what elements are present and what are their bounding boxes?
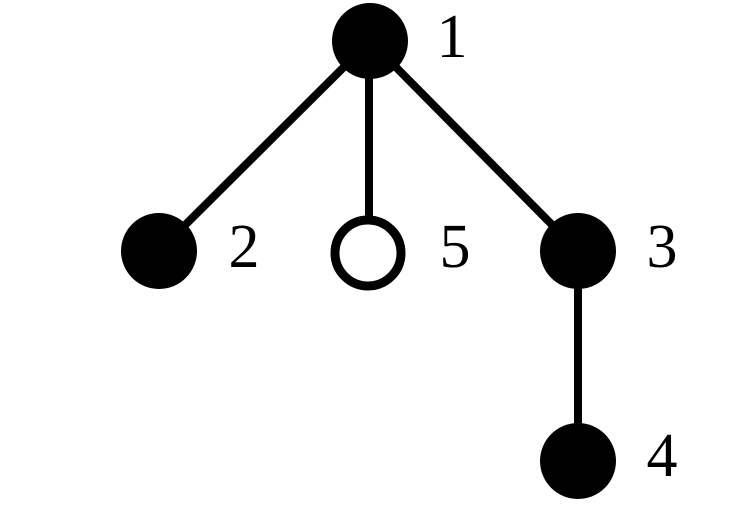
labels-layer: 1 2 5 3 4 bbox=[229, 3, 678, 490]
graph-node-2[interactable] bbox=[121, 213, 197, 289]
nodes-layer bbox=[121, 3, 616, 499]
graph-node-1[interactable] bbox=[332, 3, 408, 79]
graph-node-label-3: 3 bbox=[647, 213, 678, 281]
graph-node-label-2: 2 bbox=[229, 213, 260, 281]
graph-node-label-5: 5 bbox=[440, 213, 471, 281]
graph-node-3[interactable] bbox=[540, 213, 616, 289]
graph-node-label-4: 4 bbox=[647, 422, 678, 490]
graph-node-label-1: 1 bbox=[437, 3, 468, 71]
graph-node-5[interactable] bbox=[330, 215, 406, 291]
graph-node-4[interactable] bbox=[540, 423, 616, 499]
graph-edge-1-2[interactable] bbox=[156, 38, 373, 254]
graph-edge-1-3[interactable] bbox=[367, 38, 581, 254]
